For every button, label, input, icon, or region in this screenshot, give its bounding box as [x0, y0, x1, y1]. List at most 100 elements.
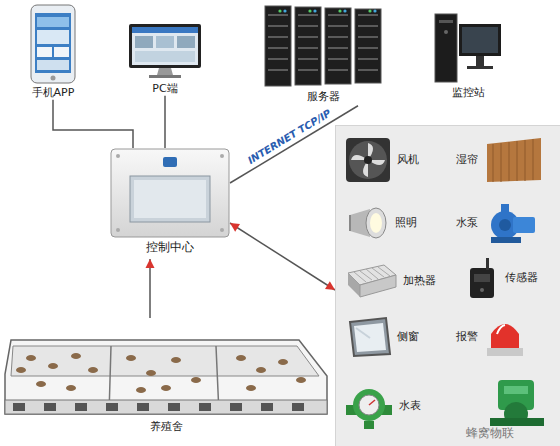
- heater-device: 加热器: [344, 261, 436, 301]
- node-label: 手机APP: [32, 86, 75, 100]
- drawing-part: [75, 403, 87, 411]
- drawing-part: [346, 138, 390, 182]
- drawing-part: [66, 385, 76, 391]
- drawing-part: [356, 328, 370, 338]
- drawing-part: [501, 204, 509, 213]
- drawing-part: [308, 9, 311, 12]
- drawing-part: [490, 418, 544, 426]
- drawing-part: [444, 30, 448, 34]
- alarm-icon: [483, 316, 527, 358]
- drawing-part: [236, 355, 246, 361]
- node-label: 监控站: [452, 86, 485, 100]
- drawing-part: [51, 76, 56, 81]
- drawing-part: [487, 348, 523, 356]
- drawing-part: [36, 381, 46, 387]
- drawing-part: [16, 367, 26, 373]
- pump-icon: [483, 201, 539, 245]
- drawing-part: [134, 180, 206, 218]
- node-label: 水表: [399, 399, 421, 413]
- pc-icon: [127, 22, 203, 80]
- drawing-part: [135, 36, 153, 48]
- node-label: 报警: [456, 330, 478, 344]
- drawing-part: [265, 6, 291, 86]
- drawing-part: [491, 237, 521, 243]
- drawing-part: [369, 400, 375, 405]
- drawing-part: [168, 403, 180, 411]
- drawing-part: [35, 13, 71, 73]
- node-label: PC端: [152, 82, 177, 96]
- drawing-part: [480, 288, 484, 292]
- drawing-part: [261, 403, 273, 411]
- node-label: 养殖舍: [150, 420, 183, 434]
- connector-line: [53, 100, 133, 148]
- drawing-part: [268, 69, 288, 71]
- drawing-part: [358, 47, 378, 49]
- feeder-drawing: [488, 374, 546, 430]
- drawing-part: [366, 208, 386, 238]
- desktop-drawing: [433, 8, 503, 84]
- drawing-part: [11, 346, 319, 376]
- drawing-part: [338, 9, 341, 12]
- drawing-part: [116, 228, 120, 232]
- drawing-part: [5, 400, 327, 414]
- drawing-part: [355, 9, 381, 83]
- pad-drawing: [483, 136, 545, 184]
- drawing-part: [48, 363, 58, 369]
- drawing-part: [354, 267, 390, 282]
- heater-drawing: [344, 261, 398, 301]
- drawing-part: [298, 36, 318, 38]
- drawing-part: [135, 51, 195, 62]
- drawing-part: [358, 25, 378, 27]
- device-panel: 风机湿帘照明水泵加热器传感器侧窗报警水表: [335, 125, 560, 446]
- drawing-part: [163, 157, 177, 167]
- drawing-part: [157, 68, 173, 75]
- drawing-part: [499, 219, 511, 231]
- drawing-part: [364, 156, 372, 164]
- node-label: 照明: [395, 216, 417, 230]
- drawing-part: [71, 353, 81, 359]
- drawing-part: [373, 9, 376, 12]
- house-icon: [1, 318, 331, 418]
- drawing-part: [328, 25, 348, 27]
- drawing-part: [349, 141, 387, 179]
- drawing-part: [350, 318, 390, 356]
- fan-drawing: [344, 136, 392, 184]
- bulb-drawing: [346, 201, 390, 245]
- node-label: 侧窗: [397, 330, 419, 344]
- pc-drawing: [127, 22, 203, 80]
- sensor-drawing: [464, 256, 500, 300]
- drawing-part: [137, 403, 149, 411]
- connector-line: [164, 96, 166, 148]
- drawing-part: [493, 139, 533, 182]
- arrow-head: [230, 223, 240, 232]
- fan-icon: [344, 136, 392, 184]
- breeding-house: 养殖舍: [0, 318, 332, 434]
- wet-curtain-device: 湿帘: [456, 136, 545, 184]
- house-drawing: [1, 318, 331, 418]
- drawing-part: [132, 27, 198, 65]
- drawing-part: [37, 47, 52, 57]
- drawing-part: [325, 8, 351, 84]
- cc-drawing: [110, 148, 230, 238]
- drawing-part: [149, 75, 181, 78]
- arrow-head: [146, 259, 155, 268]
- sensor-icon: [464, 256, 500, 300]
- drawing-part: [146, 370, 156, 376]
- drawing-part: [351, 143, 385, 177]
- drawing-part: [467, 66, 493, 69]
- drawing-part: [358, 36, 378, 38]
- monitor-station: 监控站: [428, 8, 508, 100]
- drawing-part: [462, 27, 498, 53]
- arrow-head: [325, 281, 335, 290]
- side-window-device: 侧窗: [346, 316, 419, 358]
- alarm-device: 报警: [456, 316, 527, 358]
- drawing-part: [116, 154, 120, 158]
- bulb-icon: [346, 201, 390, 245]
- drawing-part: [358, 69, 378, 71]
- connector: [165, 96, 166, 148]
- connector-line: [230, 223, 335, 290]
- pad-icon: [483, 136, 545, 184]
- drawing-part: [199, 403, 211, 411]
- alarm-drawing: [483, 316, 527, 358]
- drawing-part: [504, 386, 528, 394]
